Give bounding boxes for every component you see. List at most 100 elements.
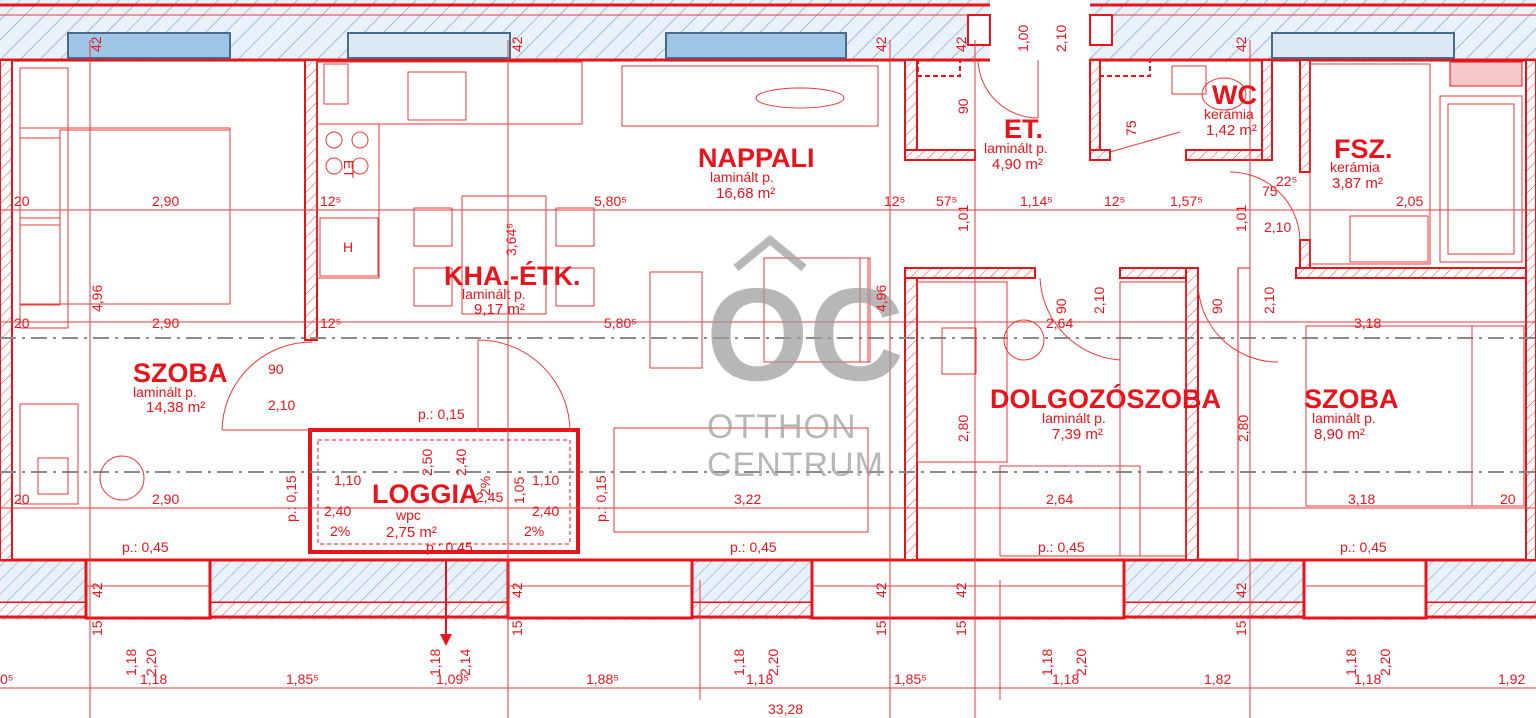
dim-2p-b: 2% bbox=[524, 523, 544, 539]
dolgozo-floor: laminált p. bbox=[1042, 410, 1106, 426]
dim-p045-d: p.: 0,45 bbox=[1038, 539, 1085, 555]
dim-245: 2,45 bbox=[476, 489, 503, 505]
dim-240-a: 2,40 bbox=[324, 503, 351, 519]
dim-42-c: 42 bbox=[873, 36, 889, 52]
kha-name: KHA.-ÉTK. bbox=[444, 260, 581, 291]
dim-220-b: 2,20 bbox=[765, 649, 781, 676]
dim-290-a: 2,90 bbox=[152, 193, 179, 209]
fsz-area: 3,87 m² bbox=[1332, 175, 1383, 192]
dim-20-d: 20 bbox=[1500, 491, 1516, 507]
loggia-floor: wpc bbox=[395, 507, 421, 523]
dim-90-b: 90 bbox=[955, 98, 971, 114]
szoba2-area: 8,90 m² bbox=[1314, 426, 1365, 443]
fsz-name: FSZ. bbox=[1334, 134, 1393, 164]
dim-p015-a: p.: 0,15 bbox=[418, 406, 465, 422]
dim-100: 1,00 bbox=[1015, 25, 1031, 52]
dim-90-a: 90 bbox=[268, 361, 284, 377]
dim-264-a: 2,64 bbox=[1046, 315, 1073, 331]
dim-118-a: 1,18 bbox=[123, 649, 139, 676]
dim-210-d: 2,10 bbox=[1091, 287, 1107, 314]
dim-290-b: 2,90 bbox=[152, 315, 179, 331]
loggia-area: 2,75 m² bbox=[386, 524, 437, 541]
dim-p045-a: p.: 0,45 bbox=[122, 539, 169, 555]
dim-220-c: 2,20 bbox=[1073, 649, 1089, 676]
wc-name: WC bbox=[1212, 80, 1257, 110]
dim-318-b: 3,18 bbox=[1348, 491, 1375, 507]
dim-15-a: 15 bbox=[89, 620, 105, 636]
dimension-grid bbox=[0, 40, 1536, 718]
bottom-05: 0⁵ bbox=[0, 671, 14, 687]
dim-125-a: 12⁵ bbox=[320, 193, 341, 209]
dim-364: 3,64⁵ bbox=[503, 223, 519, 256]
kha-area: 9,17 m² bbox=[474, 301, 525, 318]
dim-114: 1,14⁵ bbox=[1020, 193, 1053, 209]
dim-p015-c: p.: 0,15 bbox=[593, 475, 609, 522]
left-wall bbox=[0, 59, 13, 561]
dim-75-b: 75 bbox=[1262, 183, 1278, 199]
dim-15-e: 15 bbox=[1233, 620, 1249, 636]
dim-42-a: 42 bbox=[88, 36, 104, 52]
dim-318-a: 3,18 bbox=[1354, 315, 1381, 331]
bottom-188: 1,88⁵ bbox=[586, 671, 619, 687]
dim-264-b: 2,64 bbox=[1046, 491, 1073, 507]
szoba1-area: 14,38 m² bbox=[146, 399, 205, 416]
dim-250: 2,50 bbox=[419, 449, 435, 476]
logo-mark: OC bbox=[706, 261, 904, 408]
dim-42-h: 42 bbox=[873, 582, 889, 598]
dim-290-c: 2,90 bbox=[152, 491, 179, 507]
dim-42-b: 42 bbox=[509, 36, 525, 52]
dim-22: 22⁵ bbox=[1276, 173, 1297, 189]
dim-57: 57⁵ bbox=[936, 193, 957, 209]
fsz-floor: kerámia bbox=[1330, 159, 1380, 175]
dim-75-a: 75 bbox=[1123, 120, 1139, 136]
et-area: 4,90 m² bbox=[992, 156, 1043, 173]
dim-125-b: 12⁵ bbox=[320, 315, 341, 331]
dim-42-e: 42 bbox=[1233, 36, 1249, 52]
dim-214: 2,14 bbox=[457, 649, 473, 676]
dim-157: 1,57⁵ bbox=[1170, 193, 1203, 209]
dim-280-a: 2,80 bbox=[955, 415, 971, 442]
dim-240-b: 2,40 bbox=[532, 503, 559, 519]
logo-line1: OTTHON bbox=[707, 408, 857, 446]
dim-15-c: 15 bbox=[873, 620, 889, 636]
et-marker: ET bbox=[341, 160, 357, 178]
dim-110-a: 1,10 bbox=[334, 472, 361, 488]
dim-210-a: 2,10 bbox=[268, 397, 295, 413]
loggia-railing bbox=[308, 428, 580, 554]
dim-125-d: 12⁵ bbox=[1104, 193, 1125, 209]
dim-p045-e: p.: 0,45 bbox=[1340, 539, 1387, 555]
dim-125-c: 12⁵ bbox=[884, 193, 905, 209]
dim-42-g: 42 bbox=[509, 582, 525, 598]
dim-496-b: 4,96 bbox=[873, 285, 889, 312]
dim-p045-c: p.: 0,45 bbox=[730, 539, 777, 555]
et-floor: laminált p. bbox=[984, 140, 1048, 156]
bottom-182: 1,82 bbox=[1204, 671, 1231, 687]
dim-42-i: 42 bbox=[953, 582, 969, 598]
dim-101-b: 1,01 bbox=[1233, 205, 1249, 232]
dim-90-c: 90 bbox=[1053, 298, 1069, 314]
dim-42-f: 42 bbox=[89, 582, 105, 598]
kitchen-counter bbox=[316, 61, 595, 315]
h-marker: H bbox=[343, 239, 353, 255]
bed-left bbox=[19, 67, 231, 505]
dim-210-e: 2,10 bbox=[1261, 287, 1277, 314]
dim-20-c: 20 bbox=[14, 491, 30, 507]
loggia-inner bbox=[317, 439, 571, 545]
logo-line2: CENTRUM bbox=[707, 446, 884, 484]
dim-496-a: 4,96 bbox=[89, 285, 105, 312]
nappali-name: NAPPALI bbox=[698, 143, 815, 173]
szoba2-name: SZOBA bbox=[1304, 384, 1399, 414]
bottom-118-d: 1,18 bbox=[1354, 671, 1381, 687]
dim-280-b: 2,80 bbox=[1235, 415, 1251, 442]
dim-15-b: 15 bbox=[509, 620, 525, 636]
dim-118-b: 1,18 bbox=[427, 649, 443, 676]
axis-lines bbox=[0, 337, 1536, 473]
dim-210-c: 2,10 bbox=[1053, 25, 1069, 52]
bottom-118-c: 1,18 bbox=[1052, 671, 1079, 687]
dim-90-d: 90 bbox=[1209, 298, 1225, 314]
bottom-185-b: 1,85⁵ bbox=[894, 671, 927, 687]
dim-580-b: 5,80⁵ bbox=[604, 315, 637, 331]
dim-220-a: 2,20 bbox=[143, 649, 159, 676]
dim-p015-b: p.: 0,15 bbox=[283, 475, 299, 522]
